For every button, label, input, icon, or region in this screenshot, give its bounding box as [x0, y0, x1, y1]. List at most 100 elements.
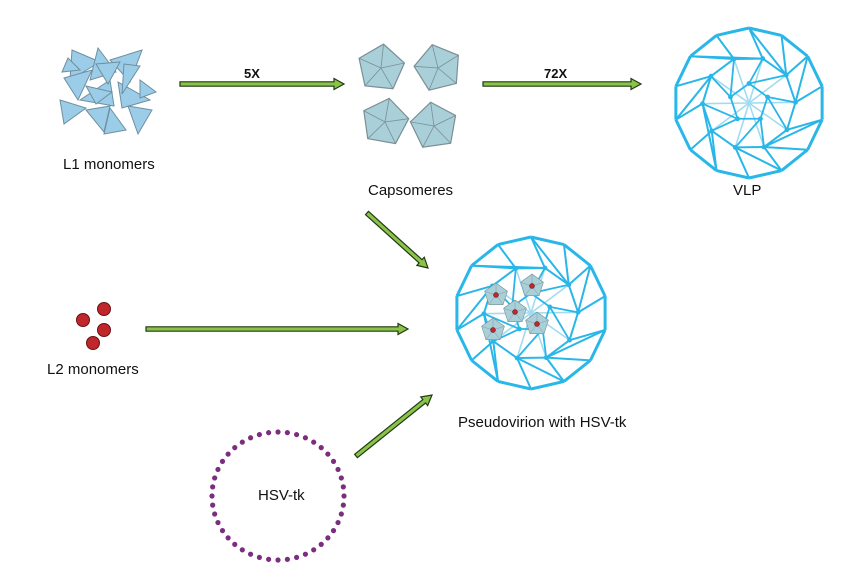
hsvtk-dot — [239, 547, 245, 553]
sphere-edge — [734, 147, 750, 179]
hsvtk-dot — [215, 466, 221, 473]
sphere-outline — [455, 329, 473, 362]
sphere-outline — [806, 55, 824, 87]
sphere-vertex — [793, 99, 798, 105]
sphere-edge — [689, 130, 713, 151]
hsvtk-dot — [340, 484, 346, 490]
l2-dot — [86, 336, 100, 350]
sphere-vertex — [732, 145, 738, 150]
sphere-vertex — [761, 144, 767, 150]
l1-monomers-cluster — [59, 46, 158, 136]
sphere-edge — [734, 146, 782, 172]
sphere-edge — [785, 55, 809, 76]
sphere-edge — [786, 102, 797, 131]
capsomere-4 — [407, 98, 460, 149]
l1-triangle — [127, 105, 153, 136]
sphere-outline — [470, 359, 499, 383]
hsvtk-dot — [284, 430, 290, 436]
sphere-outline — [674, 119, 692, 151]
sphere-outline — [530, 235, 565, 246]
hsvtk-dot — [293, 554, 300, 561]
hsvtk-dot — [247, 551, 254, 557]
sphere-back-edge — [733, 58, 750, 104]
arrows — [145, 77, 643, 459]
hsvtk-dot — [210, 484, 216, 490]
sphere-edge — [734, 118, 762, 149]
hsvtk-dot — [209, 493, 215, 499]
hsvtk-dot — [256, 431, 263, 438]
sphere-edge — [549, 306, 579, 314]
vlp-sphere — [674, 26, 824, 180]
sphere-edge — [729, 58, 735, 98]
sphere-edge — [794, 55, 809, 103]
sphere-edge — [492, 340, 518, 359]
hsvtk-dot — [335, 519, 341, 526]
sphere-vertex — [728, 94, 733, 100]
hsvtk-dot — [266, 556, 272, 562]
sphere-vertex — [731, 56, 737, 62]
sphere-edge — [729, 82, 750, 98]
capsomeres-group — [355, 38, 466, 149]
l1-triangle — [103, 106, 127, 135]
sphere-edge — [546, 356, 591, 362]
sphere-vertex — [758, 116, 763, 122]
sphere-outline — [689, 148, 718, 172]
sphere-edge — [748, 27, 764, 59]
sphere-vertex — [542, 265, 548, 271]
hsvtk-dot — [318, 445, 324, 451]
sphere-edge — [729, 96, 739, 120]
hsvtk-dot — [311, 439, 317, 445]
sphere-edge — [748, 27, 788, 76]
arrow-l1-to-capsomeres — [179, 77, 346, 91]
pseudovirion-sphere — [455, 235, 607, 391]
sphere-edge — [516, 357, 532, 390]
sphere-edge — [763, 146, 783, 172]
sphere-outline — [806, 119, 824, 151]
sphere-edge — [568, 312, 580, 341]
hsvtk-dot — [318, 541, 324, 547]
sphere-outline — [589, 264, 607, 297]
l2-dot — [97, 302, 111, 316]
label-pseudovirion: Pseudovirion with HSV-tk — [458, 414, 627, 431]
hsvtk-dot — [330, 458, 337, 464]
sphere-edge — [545, 339, 571, 359]
arrow-label-72x: 72X — [544, 66, 568, 81]
sphere-edge — [549, 306, 571, 341]
arrow-capsomeres-to-pseudovirion — [364, 210, 429, 269]
l2-monomers — [76, 302, 111, 350]
sphere-vertex — [709, 128, 715, 134]
hsvtk-dot — [335, 466, 341, 473]
sphere-outline — [563, 359, 592, 383]
hsvtk-plasmid-ring — [209, 429, 347, 563]
sphere-back-edge — [748, 102, 788, 131]
sphere-vertex — [513, 265, 519, 271]
hsvtk-dot — [325, 535, 331, 541]
hsvtk-dot — [302, 551, 309, 557]
sphere-outline — [497, 380, 532, 391]
hsvtk-dot — [225, 451, 231, 457]
l2-dot — [97, 323, 111, 337]
hsvtk-dot — [215, 519, 221, 526]
hsvtk-dot — [210, 502, 216, 508]
sphere-edge — [748, 74, 787, 85]
sphere-edge — [794, 85, 823, 104]
sphere-edge — [675, 75, 712, 88]
hsvtk-dot — [256, 554, 263, 561]
sphere-edge — [763, 128, 788, 148]
sphere-edge — [767, 96, 796, 104]
sphere-vertex — [547, 304, 553, 310]
sphere-back-edge — [748, 58, 764, 104]
sphere-edge — [675, 75, 712, 121]
arrow-label-5x: 5X — [244, 66, 260, 81]
label-hsvtk: HSV-tk — [258, 487, 305, 504]
capsomere-3 — [358, 93, 413, 146]
sphere-outline — [563, 243, 592, 267]
sphere-edge — [780, 35, 788, 76]
sphere-edge — [748, 82, 769, 98]
l1-triangle — [61, 57, 82, 73]
sphere-edge — [701, 103, 713, 132]
hsvtk-dot — [293, 431, 300, 438]
sphere-vertex — [784, 127, 790, 133]
capsomere-2 — [409, 38, 466, 93]
